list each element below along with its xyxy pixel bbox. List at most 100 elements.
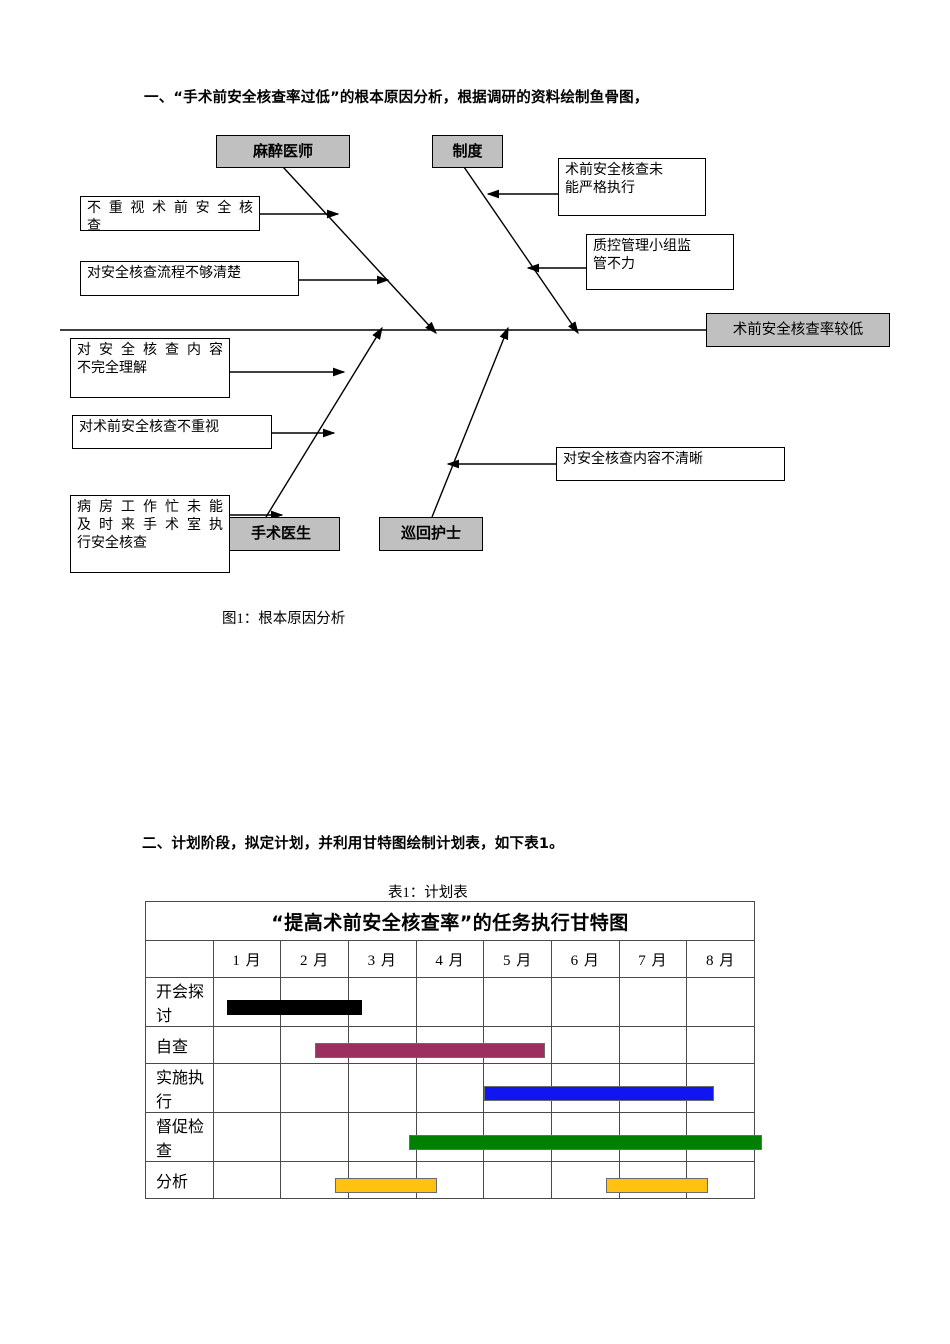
cause-line-1: 不重视术前安全核 <box>87 201 253 216</box>
gantt-month-header-4: 4 月 <box>415 940 485 978</box>
fishbone-cause-unclear-process: 对安全核查流程不够清楚 <box>80 261 299 296</box>
fishbone-category-system: 制度 <box>432 135 503 168</box>
fishbone-category-surgeon: 手术医生 <box>222 517 340 551</box>
gantt-cell <box>686 1112 755 1162</box>
rib-surgeon <box>265 326 383 518</box>
cause-line-1: 对安全核查内容 <box>77 343 223 358</box>
gantt-cell <box>550 1161 620 1199</box>
cause-line-2: 及时来手术室执 <box>77 517 223 533</box>
cause-line-1: 对术前安全核查不重视 <box>79 420 219 435</box>
gantt-task-label: 督促检查 <box>145 1112 214 1162</box>
gantt-corner-header <box>145 940 214 978</box>
gantt-month-header-6: 6 月 <box>550 940 620 978</box>
figure-1-caption: 图1：根本原因分析 <box>222 611 346 627</box>
gantt-cell <box>550 1063 620 1113</box>
cause-line-2: 管不力 <box>593 256 635 272</box>
gantt-cell <box>415 1026 485 1064</box>
gantt-cell <box>483 1063 552 1113</box>
gantt-task-label: 分析 <box>145 1161 214 1199</box>
gantt-cell <box>347 1112 417 1162</box>
gantt-cell <box>280 1026 349 1064</box>
gantt-cell <box>550 1026 620 1064</box>
gantt-cell <box>212 977 282 1027</box>
gantt-title-row: “提高术前安全核查率”的任务执行甘特图 <box>145 901 755 941</box>
cause-line-2: 不完全理解 <box>77 360 147 376</box>
fishbone-cause-not-attach-importance: 对术前安全核查不重视 <box>72 415 272 449</box>
gantt-cell <box>415 1112 485 1162</box>
rib-system <box>463 166 579 335</box>
fishbone-diagram: 麻醉医师 制度 手术医生 巡回护士 术前安全核查率较低 不重视术前安全核 查 对… <box>0 110 950 610</box>
gantt-task-label: 开会探讨 <box>145 977 214 1027</box>
gantt-cell <box>212 1063 282 1113</box>
gantt-month-header-1: 1 月 <box>212 940 282 978</box>
gantt-cell <box>415 1161 485 1199</box>
gantt-cell <box>415 1063 485 1113</box>
gantt-cell <box>212 1161 282 1199</box>
gantt-month-header-5: 5 月 <box>483 940 552 978</box>
gantt-month-header-8: 8 月 <box>686 940 755 978</box>
cause-line-2: 查 <box>87 218 101 231</box>
gantt-cell <box>483 1161 552 1199</box>
fishbone-cause-not-valuing-preop-check: 不重视术前安全核 查 <box>80 196 260 231</box>
gantt-cell <box>212 1112 282 1162</box>
gantt-cell <box>550 1112 620 1162</box>
gantt-cell <box>347 1026 417 1064</box>
gantt-cell <box>483 1112 552 1162</box>
fishbone-cause-not-strictly-executed: 术前安全核查未 能严格执行 <box>558 158 706 216</box>
gantt-month-header-3: 3 月 <box>347 940 417 978</box>
gantt-cell <box>415 977 485 1027</box>
gantt-cell <box>618 1112 688 1162</box>
effect-label: 术前安全核查率较低 <box>732 321 864 338</box>
cause-line-1: 对安全核查流程不够清楚 <box>87 266 241 281</box>
gantt-cell <box>280 977 349 1027</box>
gantt-task-row: 自查 <box>145 1026 755 1064</box>
fishbone-category-circulating-nurse: 巡回护士 <box>379 517 483 551</box>
gantt-cell <box>280 1063 349 1113</box>
category-label: 巡回护士 <box>400 524 461 543</box>
cause-line-1: 病房工作忙未能 <box>77 500 223 515</box>
cause-line-1: 对安全核查内容不清晰 <box>563 452 703 467</box>
gantt-cell <box>686 1063 755 1113</box>
gantt-task-row: 督促检查 <box>145 1112 755 1162</box>
gantt-title: “提高术前安全核查率”的任务执行甘特图 <box>145 901 755 941</box>
gantt-cell <box>483 977 552 1027</box>
gantt-cell <box>686 1161 755 1199</box>
gantt-cell <box>618 1063 688 1113</box>
gantt-task-row: 分析 <box>145 1161 755 1199</box>
gantt-cell <box>618 977 688 1027</box>
gantt-task-label: 实施执行 <box>145 1063 214 1113</box>
cause-line-3: 行安全核查 <box>77 535 147 551</box>
gantt-cell <box>550 977 620 1027</box>
gantt-cell <box>347 977 417 1027</box>
rib-circulating-nurse <box>431 326 509 518</box>
gantt-task-row: 实施执行 <box>145 1063 755 1113</box>
gantt-cell <box>686 977 755 1027</box>
gantt-cell <box>686 1026 755 1064</box>
gantt-cell <box>618 1026 688 1064</box>
fishbone-category-anesthesiologist: 麻醉医师 <box>216 135 350 168</box>
gantt-cell <box>347 1161 417 1199</box>
gantt-cell <box>280 1112 349 1162</box>
gantt-cell <box>483 1026 552 1064</box>
gantt-task-row: 开会探讨 <box>145 977 755 1027</box>
category-label: 制度 <box>452 141 483 160</box>
gantt-month-header-2: 2 月 <box>280 940 349 978</box>
fishbone-cause-not-fully-understand-content: 对安全核查内容 不完全理解 <box>70 338 230 398</box>
cause-line-1: 术前安全核查未 <box>565 163 663 178</box>
table-1-caption: 表1：计划表 <box>388 885 468 901</box>
gantt-task-label: 自查 <box>145 1026 214 1064</box>
fishbone-lines <box>60 166 706 520</box>
category-label: 麻醉医师 <box>252 141 313 160</box>
gantt-cell <box>212 1026 282 1064</box>
gantt-cell <box>618 1161 688 1199</box>
fishbone-cause-content-not-clear: 对安全核查内容不清晰 <box>556 447 785 481</box>
section-one-heading: 一、“手术前安全核查率过低”的根本原因分析，根据调研的资料绘制鱼骨图， <box>144 90 649 106</box>
cause-line-1: 质控管理小组监 <box>593 239 691 254</box>
gantt-month-header-7: 7 月 <box>618 940 688 978</box>
fishbone-cause-ward-busy: 病房工作忙未能 及时来手术室执 行安全核查 <box>70 495 230 573</box>
fishbone-cause-qc-group-weak-supervision: 质控管理小组监 管不力 <box>586 234 734 290</box>
category-label: 手术医生 <box>250 524 311 543</box>
